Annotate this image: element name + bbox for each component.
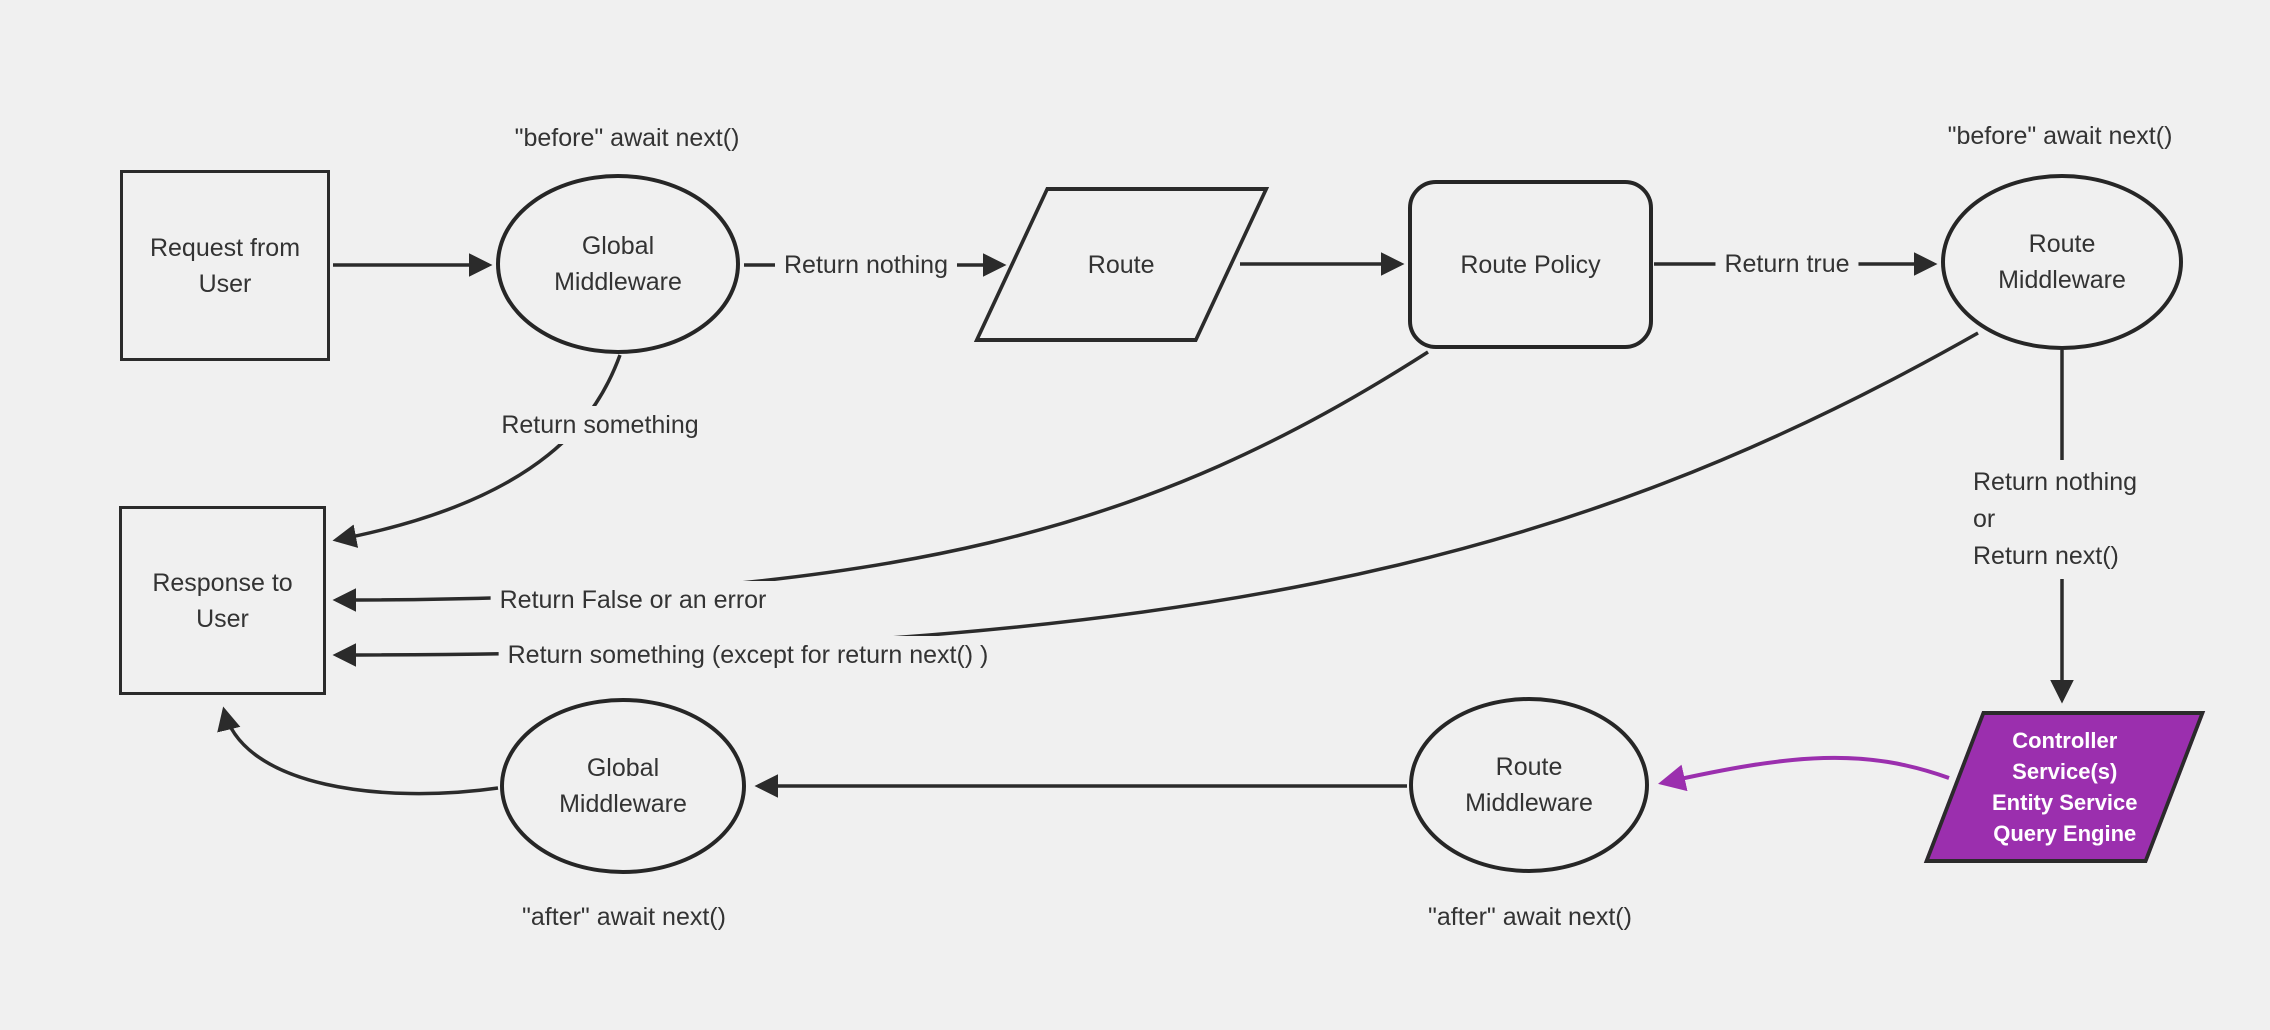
edge-global-middleware-to-response bbox=[332, 354, 622, 548]
edge-route-policy-to-response bbox=[332, 350, 1429, 612]
label-after-await-next-right: "after" await next() bbox=[1419, 898, 1641, 936]
label-return-false-or-error: Return False or an error bbox=[490, 581, 776, 619]
label-return-nothing-or-next-line3: Return next() bbox=[1973, 542, 2119, 570]
node-request-from-user: Request from User bbox=[120, 170, 330, 361]
node-route-middleware-bottom: Route Middleware bbox=[1409, 697, 1649, 873]
node-route-middleware-bottom-line1: Route bbox=[1495, 753, 1563, 781]
node-controller-line4: Query Engine bbox=[1992, 821, 2137, 846]
node-request-line2: User bbox=[198, 269, 252, 298]
label-before-await-next-right: "before" await next() bbox=[1938, 117, 2182, 155]
node-global-middleware-top: Global Middleware bbox=[496, 174, 740, 354]
node-route-label: Route bbox=[1088, 250, 1155, 279]
edge-controller-to-route-middleware-bottom bbox=[1658, 755, 1950, 792]
label-return-nothing: Return nothing bbox=[774, 246, 958, 284]
node-controller-line3: Entity Service bbox=[1991, 790, 2138, 815]
node-route-policy-label: Route Policy bbox=[1460, 250, 1601, 279]
node-route-policy: Route Policy bbox=[1408, 180, 1653, 349]
node-global-middleware-bottom-line1: Global bbox=[586, 754, 660, 782]
label-return-nothing-or-next-line2: or bbox=[1973, 505, 1996, 533]
node-response-line1: Response to bbox=[152, 568, 293, 597]
node-route-middleware-top-line1: Route bbox=[2028, 230, 2096, 258]
node-global-middleware-bottom-line2: Middleware bbox=[559, 790, 687, 818]
node-global-middleware-top-line2: Middleware bbox=[554, 268, 682, 296]
label-return-something: Return something bbox=[492, 406, 708, 444]
node-route-middleware-bottom-line2: Middleware bbox=[1465, 789, 1593, 817]
label-after-await-next-left: "after" await next() bbox=[513, 898, 735, 936]
label-return-something-except: Return something (except for return next… bbox=[498, 636, 998, 674]
edge-global-middleware-bottom-to-response bbox=[217, 706, 499, 796]
node-route-middleware-top: Route Middleware bbox=[1941, 174, 2183, 350]
node-response-line2: User bbox=[196, 604, 249, 633]
label-return-nothing-or-next-line1: Return nothing bbox=[1973, 468, 2138, 496]
node-global-middleware-top-line1: Global bbox=[581, 232, 655, 260]
label-return-nothing-or-next: Return nothing or Return next() bbox=[1961, 460, 2150, 579]
node-response-to-user: Response to User bbox=[119, 506, 326, 695]
node-controller-line2: Service(s) bbox=[2011, 759, 2118, 784]
label-return-true: Return true bbox=[1715, 245, 1859, 283]
node-request-line1: Request from bbox=[149, 233, 301, 262]
node-global-middleware-bottom: Global Middleware bbox=[500, 698, 746, 874]
node-controller-line1: Controller bbox=[2011, 728, 2118, 753]
label-before-await-next-left: "before" await next() bbox=[505, 119, 749, 157]
node-route-middleware-top-line2: Middleware bbox=[1998, 266, 2126, 294]
